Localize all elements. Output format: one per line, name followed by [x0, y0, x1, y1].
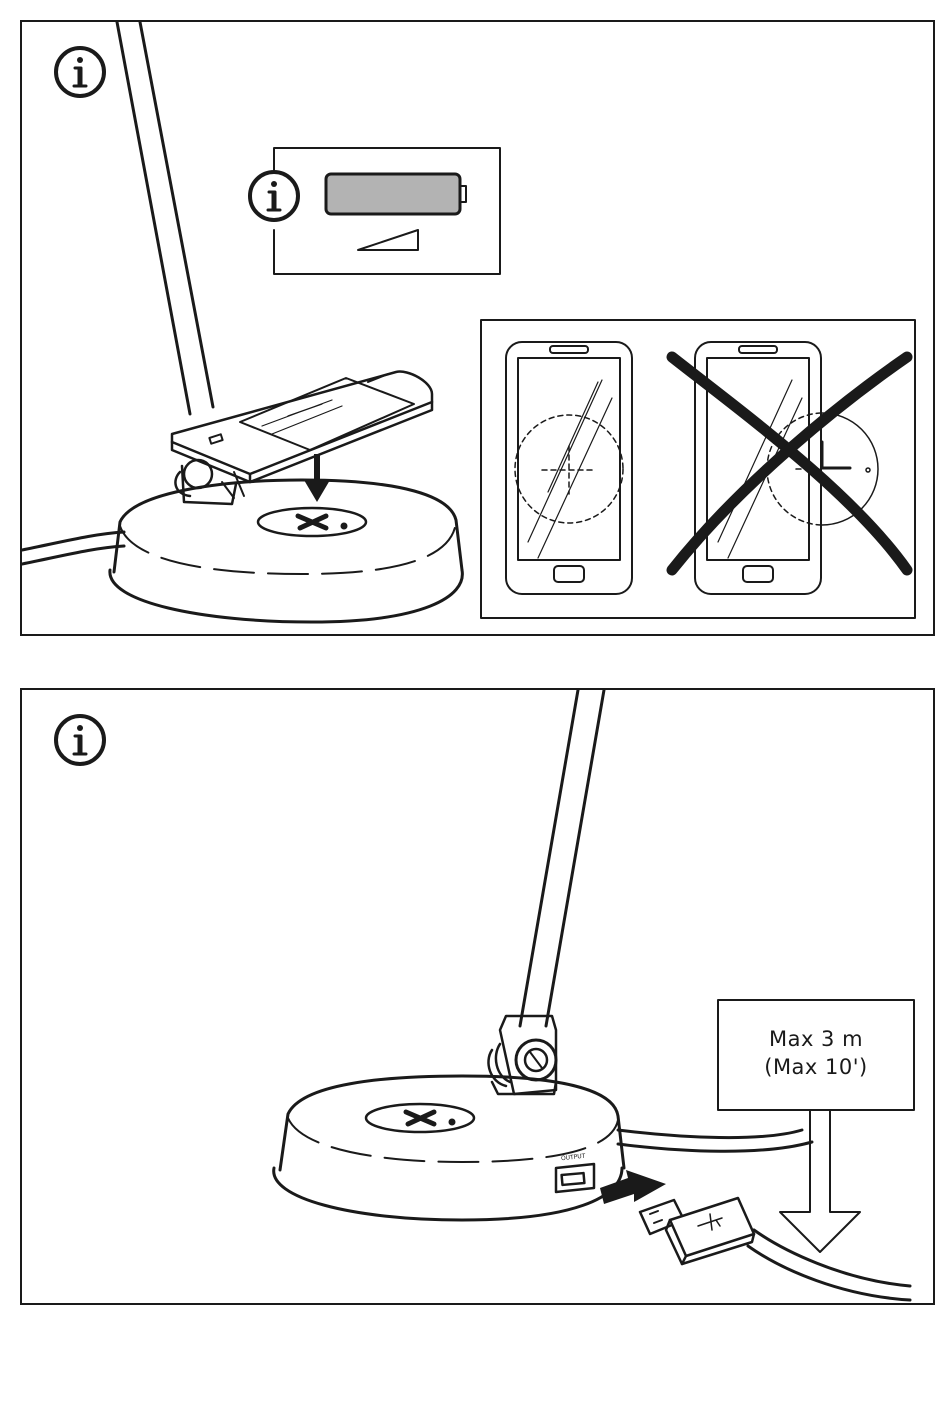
max-length-imperial: (Max 10') [722, 1054, 910, 1080]
lamp-arm [520, 690, 604, 1026]
lamp-base [274, 1076, 624, 1220]
wireless-charging-panel [20, 20, 935, 636]
phone-wrong [672, 342, 907, 594]
lamp-joint [488, 1016, 556, 1094]
battery-icon [326, 174, 466, 214]
placement-inset [481, 320, 915, 618]
usb-plug [640, 1198, 910, 1300]
info-circle-icon [56, 48, 104, 96]
smartphone [172, 372, 432, 482]
max-length-metric: Max 3 m [722, 1026, 910, 1052]
info-circle-icon [250, 172, 298, 220]
level-wedge-icon [358, 230, 418, 250]
lamp-base [110, 460, 462, 622]
lamp-arm [117, 22, 213, 414]
phone-correct [506, 342, 632, 594]
insert-arrow-icon [600, 1170, 666, 1204]
lamp-cable [618, 1130, 802, 1138]
panel-2-illustration [22, 690, 937, 1307]
usb-output-panel: Max 3 m (Max 10') OUTPUT [20, 688, 935, 1305]
panel-1-illustration [22, 22, 937, 638]
battery-info-inset [250, 148, 500, 274]
info-circle-icon [56, 716, 104, 764]
down-arrow-icon [304, 454, 330, 502]
